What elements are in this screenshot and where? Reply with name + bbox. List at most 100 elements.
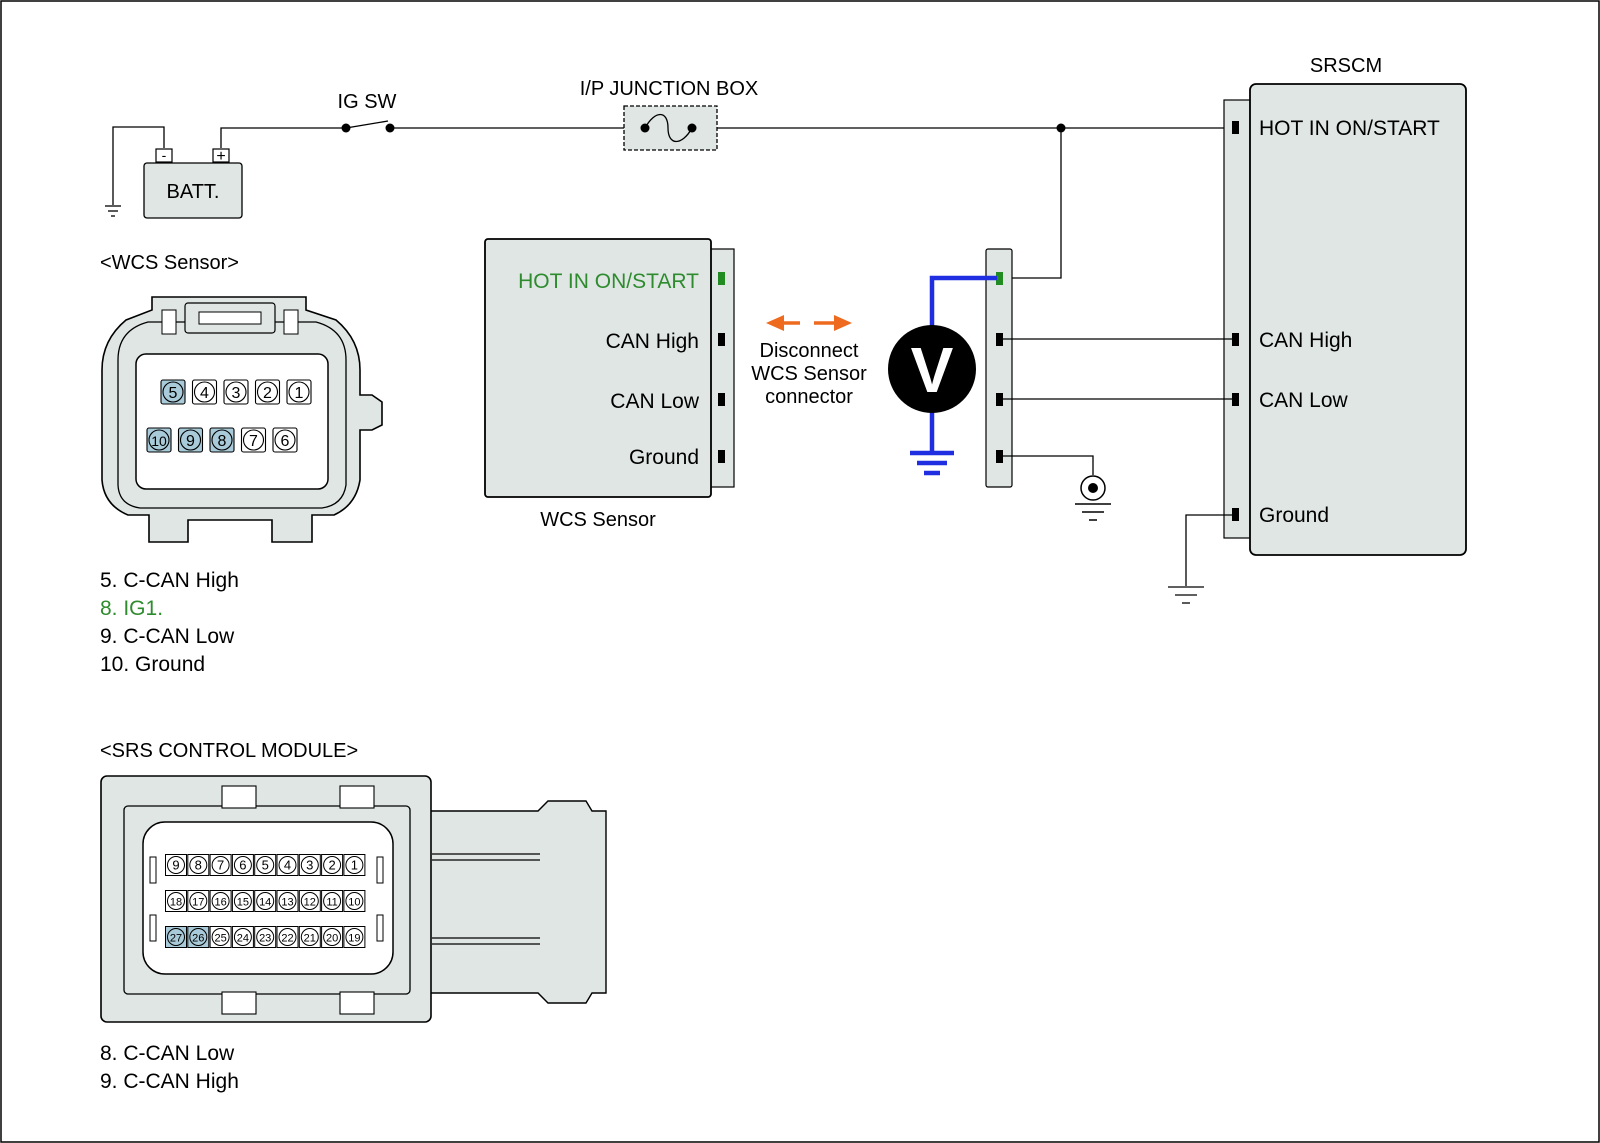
srs-pin-number: 21 [304,933,316,945]
wcs-connector-rib [161,309,177,335]
wcs-pin-number: 9 [186,433,195,450]
srs-pin-cell [276,926,299,948]
srs-pin-number: 8 [195,858,202,873]
srs-pin-number: 7 [217,858,224,873]
wire-ground-harness [1003,455,1094,475]
can-wires [1003,338,1232,475]
switch-contact [385,123,395,133]
wcs-pin-number: 1 [295,385,304,402]
srs-pin-ring [233,928,252,946]
wcs-legend-item: 10. Ground [100,653,205,676]
wcs-pin-ring [148,429,170,451]
srs-pin-number: 4 [284,858,291,873]
wcs-pin-number: 2 [263,385,272,402]
srs-pin-ring [345,928,364,946]
wcs-legend-item: 5. C-CAN High [100,569,239,592]
disconnect-arrows [766,315,852,331]
srs-pin-number: 3 [306,858,313,873]
junction-box-label: I/P JUNCTION BOX [580,78,759,100]
ig-switch-label: IG SW [338,91,397,113]
srs-pin-ring [256,892,275,910]
srs-pin-ring [233,892,252,910]
srs-pin-ring [211,892,230,910]
srs-pin-cell [298,926,321,948]
srs-pin-number: 1 [351,858,358,873]
battery-label: BATT. [167,181,220,203]
wcs-pin-marker [718,333,725,346]
wcs-pin-can-low: CAN Low [610,390,700,413]
battery-minus: - [162,147,167,163]
srs-pin-cell [321,854,344,876]
srs-pin-cell [254,890,277,912]
srs-pin-number: 10 [348,897,360,909]
srscm-module [1249,83,1467,556]
srscm-ground-line [1185,514,1232,586]
srscm-pin-marker [1232,333,1239,346]
disconnect-note-line-3: connector [765,386,853,408]
wcs-pin-cell [177,427,204,453]
wcs-pin-ring [288,381,310,403]
fuse-contact [687,123,697,133]
wcs-pin-hot [718,272,725,285]
wcs-connector-face [135,353,329,490]
srs-legend-item: 9. C-CAN High [100,1070,239,1093]
srs-pin-cell [209,854,232,876]
harness-pin-hot [996,272,1003,285]
wcs-pin-marker [718,393,725,406]
wcs-connector-rib [283,309,299,335]
srs-pin-number: 26 [192,933,204,945]
srs-pin-number: 17 [192,897,204,909]
wcs-pin-ring [193,381,216,403]
srs-pin-cell [187,890,210,912]
wcs-pin-cell [286,379,312,405]
arrow-left-icon [766,315,784,331]
wcs-pin-ring [242,429,265,451]
srs-pin-ring [167,856,185,874]
srs-pin-cell [343,890,366,912]
srs-pin-ring [323,892,342,910]
srs-pin-ring [233,856,252,874]
harness-pin-marker [996,450,1003,463]
srscm-ground-wire [1168,514,1232,604]
srs-pin-ring [278,928,297,946]
srs-connector-tab [221,785,257,809]
wcs-pin-cell [223,379,249,405]
srs-pin-number: 22 [281,933,293,945]
wcs-pin-marker [718,450,725,463]
srs-legend-item: 8. C-CAN Low [100,1042,235,1065]
srs-connector-tab [221,991,257,1015]
srs-pin-ring [300,928,319,946]
srs-connector-inner-wall [123,805,411,995]
meter-leads [910,275,997,476]
wcs-pin-ring [274,429,296,451]
srscm-pin-marker [1232,508,1239,521]
srs-pin-number: 24 [237,933,249,945]
srs-pin-ring [211,928,230,946]
srs-pin-number: 23 [259,933,271,945]
wcs-pin-cell [146,427,172,453]
srs-pin-cell [231,890,254,912]
srs-pin-cell [321,926,344,948]
fuse-icon [644,113,693,143]
wcs-pin-cell [191,379,218,405]
body-ground-icon-center [1088,483,1098,493]
srs-connector-key [149,914,157,942]
wcs-pin-number: 8 [218,433,227,450]
srs-pin-number: 16 [214,897,226,909]
srs-pin-ring [323,856,342,874]
wcs-pin-ring [256,381,279,403]
srs-pin-ring [167,892,185,910]
wcs-pin-can-high: CAN High [606,330,699,353]
srs-pin-number: 6 [239,858,246,873]
wcs-pin-ring [225,381,247,403]
disconnect-note-line-2: WCS Sensor [751,363,867,385]
srs-pin-ring [278,856,297,874]
srs-pin-number: 12 [304,897,316,909]
wcs-pin-number: 5 [169,385,178,402]
battery-terminal [155,148,173,163]
srs-pin-ring [300,856,319,874]
junction-dot [1056,123,1066,133]
srscm-pin-marker [1232,393,1239,406]
